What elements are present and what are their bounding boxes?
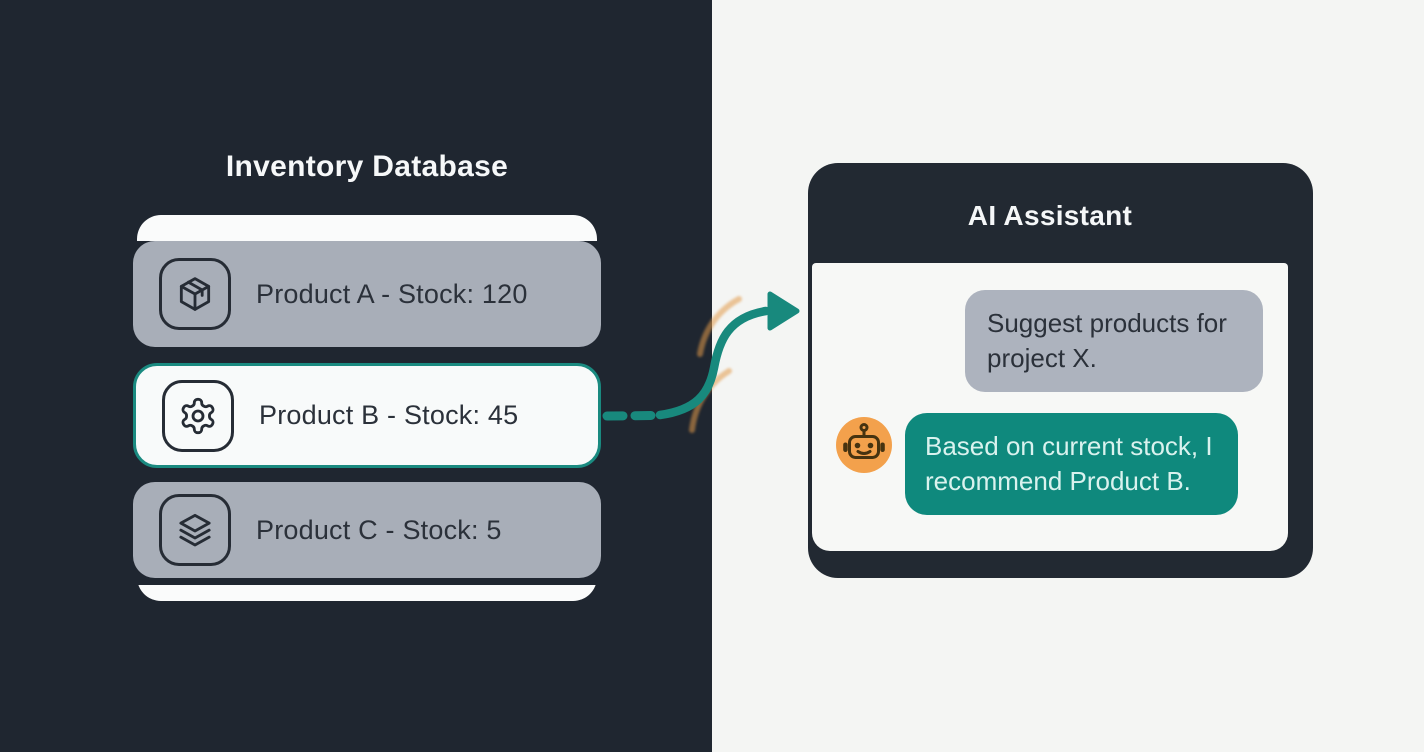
- product-row-a[interactable]: Product A - Stock: 120: [133, 241, 601, 347]
- user-message-line: project X.: [987, 343, 1097, 373]
- product-row-label: Product B - Stock: 45: [259, 400, 519, 430]
- assistant-message-line: recommend Product B.: [925, 466, 1191, 496]
- assistant-chat-area: Suggest products for project X. Based on…: [812, 263, 1288, 551]
- product-row-label: Product C - Stock: 5: [256, 514, 502, 545]
- user-message-line: Suggest products for: [987, 308, 1227, 338]
- layers-icon: [159, 494, 231, 566]
- assistant-message-line: Based on current stock, I: [925, 431, 1213, 461]
- product-row-c[interactable]: Product C - Stock: 5: [133, 482, 601, 578]
- package-icon: [159, 258, 231, 330]
- product-row-b-highlighted[interactable]: Product B - Stock: 45: [133, 363, 601, 468]
- inventory-title: Inventory Database: [225, 150, 509, 183]
- assistant-message-bubble: Based on current stock, I recommend Prod…: [905, 413, 1238, 515]
- gear-icon: [162, 379, 234, 452]
- assistant-card-title: AI Assistant: [967, 200, 1133, 231]
- robot-icon: [836, 417, 892, 473]
- user-message-bubble: Suggest products for project X.: [965, 290, 1263, 392]
- product-row-label: Product A - Stock: 120: [256, 278, 528, 309]
